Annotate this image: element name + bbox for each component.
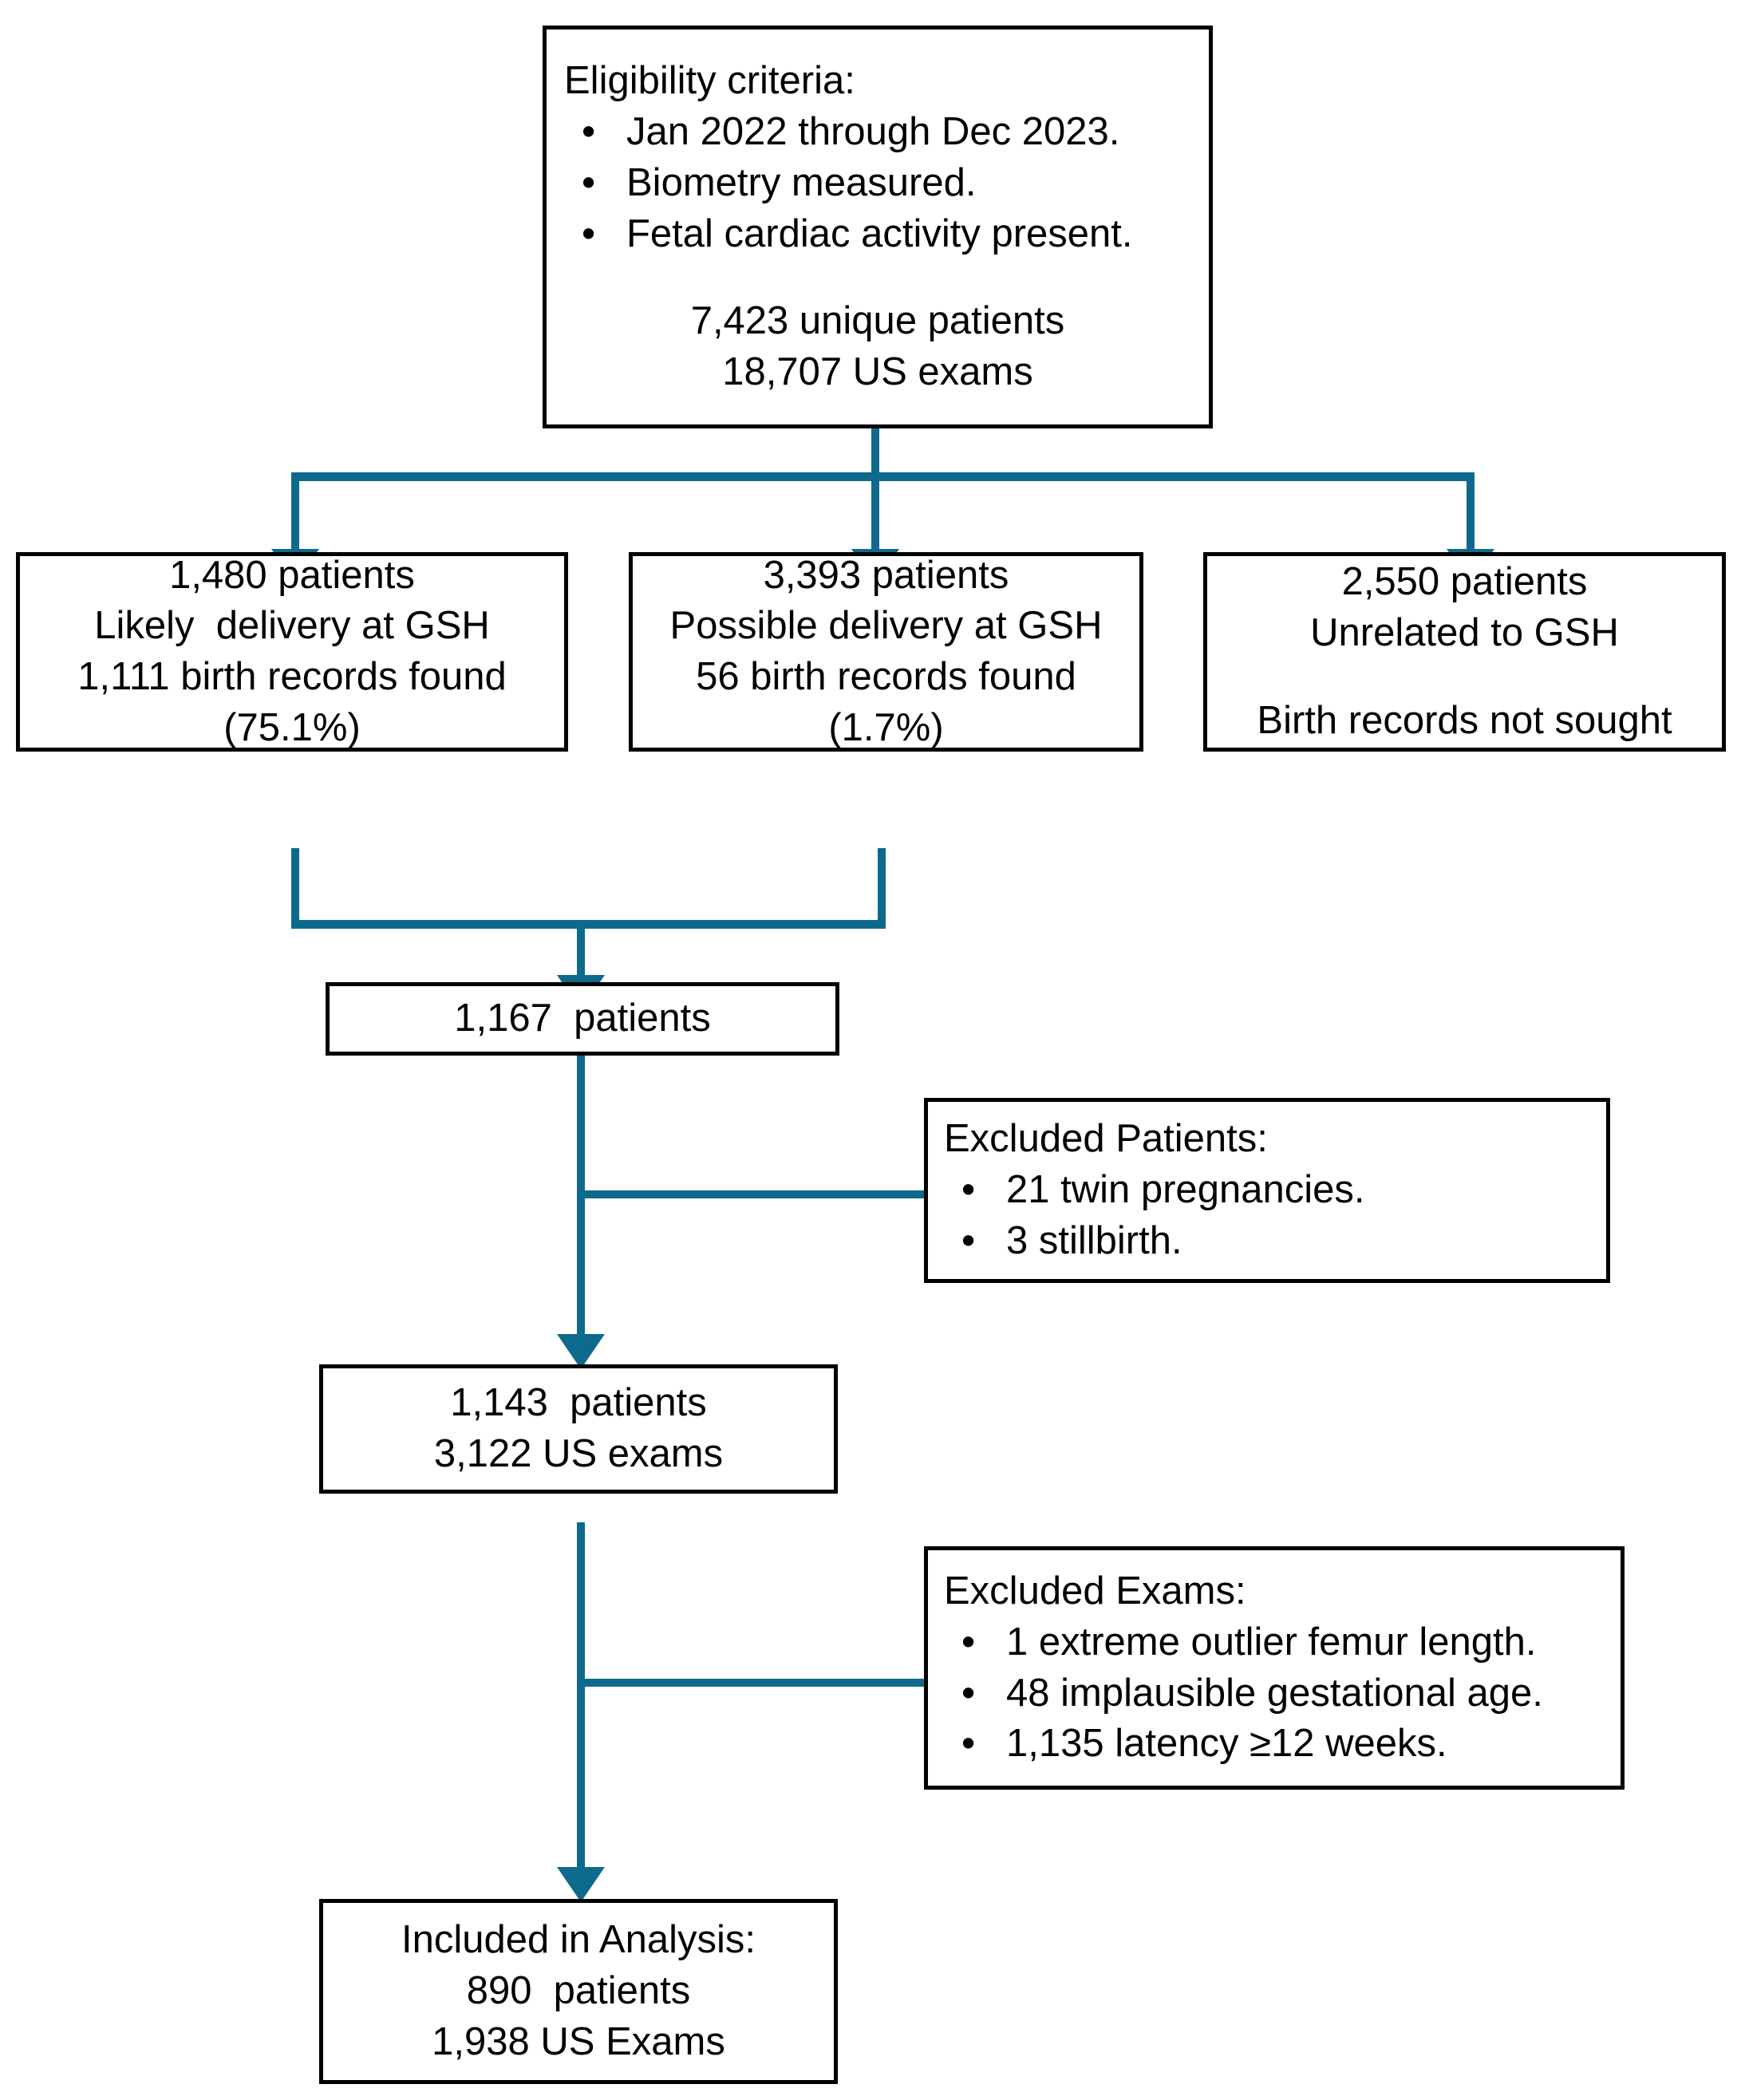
merged-patients: 1,167 patients bbox=[454, 997, 711, 1040]
unrelated-records-note: Birth records not sought bbox=[1257, 698, 1672, 742]
list-item: 21 twin pregnancies. bbox=[944, 1165, 1590, 1216]
connector-merged-to-after-exclusion bbox=[577, 1055, 585, 1350]
list-item: Biometry measured. bbox=[564, 158, 1191, 209]
included-exams: 1,938 US Exams bbox=[432, 2019, 725, 2063]
connector-drop-unrelated bbox=[1467, 472, 1475, 552]
arrowhead-after-patient-exclusion bbox=[557, 1334, 605, 1369]
possible-records-percent: (1.7%) bbox=[828, 705, 944, 749]
after-exclusion-exams: 3,122 US exams bbox=[433, 1432, 724, 1475]
possible-label: Possible delivery at GSH bbox=[669, 604, 1103, 648]
connector-merge-down bbox=[577, 920, 585, 982]
excluded-patients-bullet-list: 21 twin pregnancies. 3 stillbirth. bbox=[944, 1165, 1590, 1266]
node-eligibility-criteria: Eligibility criteria: Jan 2022 through D… bbox=[543, 26, 1213, 428]
list-item: 1 extreme outlier femur length. bbox=[944, 1617, 1605, 1668]
excluded-exams-heading: Excluded Exams: bbox=[944, 1569, 1246, 1613]
connector-after-exclusion-to-included bbox=[577, 1522, 585, 1883]
connector-stub-excluded-patients bbox=[577, 1190, 928, 1198]
likely-label: Likely delivery at GSH bbox=[94, 604, 490, 648]
eligibility-total-exams: 18,707 US exams bbox=[722, 349, 1033, 393]
likely-records-found: 1,111 birth records found bbox=[77, 655, 507, 698]
node-unrelated-to-gsh: 2,550 patients Unrelated to GSH Birth re… bbox=[1203, 552, 1726, 752]
after-exclusion-patients: 1,143 patients bbox=[450, 1381, 707, 1425]
connector-branch-bar bbox=[291, 472, 1475, 481]
node-possible-delivery: 3,393 patients Possible delivery at GSH … bbox=[629, 552, 1143, 752]
excluded-exams-bullet-list: 1 extreme outlier femur length. 48 impla… bbox=[944, 1617, 1605, 1770]
eligibility-spacer bbox=[564, 259, 1191, 296]
connector-stub-excluded-exams bbox=[577, 1679, 928, 1687]
connector-merge-right-riser bbox=[878, 848, 886, 928]
excluded-patients-heading: Excluded Patients: bbox=[944, 1117, 1268, 1161]
node-likely-delivery: 1,480 patients Likely delivery at GSH 1,… bbox=[16, 552, 568, 752]
node-excluded-patients: Excluded Patients: 21 twin pregnancies. … bbox=[924, 1098, 1610, 1283]
eligibility-heading: Eligibility criteria: bbox=[564, 59, 855, 103]
list-item: Fetal cardiac activity present. bbox=[564, 209, 1191, 260]
node-excluded-exams: Excluded Exams: 1 extreme outlier femur … bbox=[924, 1546, 1625, 1790]
unrelated-spacer bbox=[1207, 659, 1722, 696]
included-heading: Included in Analysis: bbox=[401, 1918, 756, 1962]
possible-patients: 3,393 patients bbox=[763, 553, 1009, 597]
list-item: 1,135 latency ≥12 weeks. bbox=[944, 1719, 1605, 1770]
list-item: 3 stillbirth. bbox=[944, 1216, 1590, 1267]
eligibility-total-patients: 7,423 unique patients bbox=[690, 299, 1065, 343]
node-included-in-analysis: Included in Analysis: 890 patients 1,938… bbox=[319, 1899, 838, 2084]
likely-records-percent: (75.1%) bbox=[223, 705, 361, 749]
connector-eligibility-to-branchbar bbox=[871, 426, 879, 477]
connector-drop-possible bbox=[871, 472, 879, 552]
list-item: Jan 2022 through Dec 2023. bbox=[564, 107, 1191, 158]
eligibility-bullet-list: Jan 2022 through Dec 2023. Biometry meas… bbox=[564, 107, 1191, 259]
node-merged-patients: 1,167 patients bbox=[326, 982, 839, 1056]
included-patients: 890 patients bbox=[466, 1969, 691, 2013]
connector-merge-bar bbox=[291, 920, 886, 929]
unrelated-label: Unrelated to GSH bbox=[1310, 611, 1619, 655]
arrowhead-included bbox=[557, 1867, 605, 1902]
connector-drop-likely bbox=[291, 472, 299, 552]
list-item: 48 implausible gestational age. bbox=[944, 1668, 1605, 1719]
connector-merge-left-riser bbox=[291, 848, 299, 928]
node-after-patient-exclusion: 1,143 patients 3,122 US exams bbox=[319, 1364, 838, 1494]
possible-records-found: 56 birth records found bbox=[696, 655, 1076, 698]
likely-patients: 1,480 patients bbox=[169, 553, 415, 597]
unrelated-patients: 2,550 patients bbox=[1341, 560, 1588, 604]
